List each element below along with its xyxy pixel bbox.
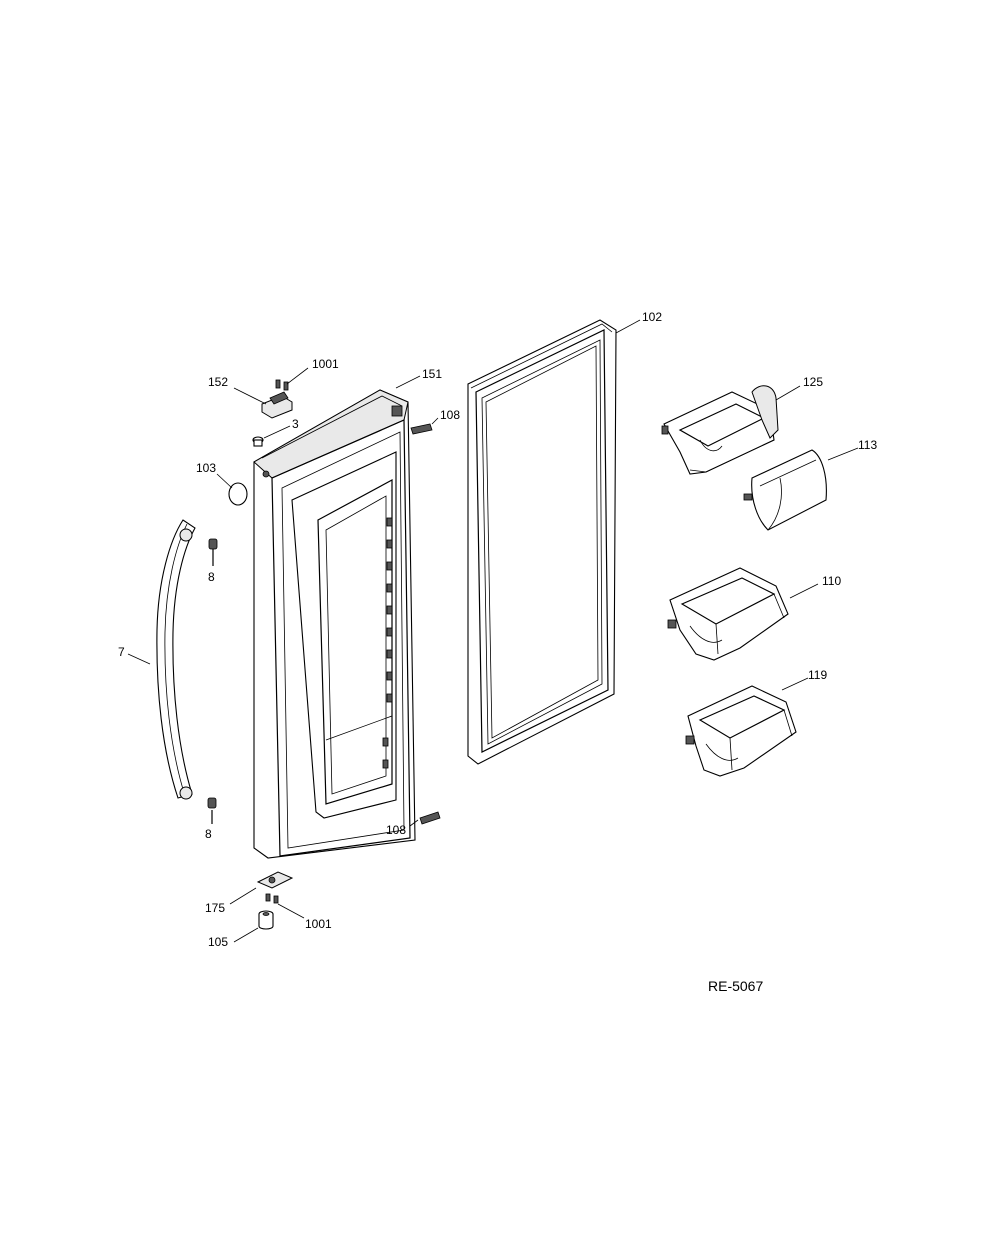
callout-113: 113 (858, 438, 877, 452)
drawing-code: RE-5067 (708, 978, 763, 994)
callout-102: 102 (642, 310, 662, 324)
callout-1001-top: 1001 (312, 357, 339, 371)
callout-119: 119 (808, 668, 827, 682)
callout-8-top: 8 (208, 570, 215, 584)
callout-1001-bottom: 1001 (305, 917, 332, 931)
bottom-hinge-drawing (256, 871, 294, 904)
bin-125-drawing (661, 385, 779, 475)
bin-119-drawing (685, 685, 797, 777)
callout-175: 175 (205, 901, 225, 915)
callout-103: 103 (196, 461, 216, 475)
callout-125: 125 (803, 375, 823, 389)
callout-108-top: 108 (440, 408, 460, 422)
stud-top-drawing (208, 538, 218, 566)
callout-151: 151 (422, 367, 442, 381)
bin-110-drawing (667, 567, 789, 661)
handle-drawing (156, 519, 196, 800)
bushing-drawing (252, 436, 264, 447)
cam-drawing (258, 910, 274, 930)
stud-bottom-drawing (207, 797, 217, 824)
callout-110: 110 (822, 574, 841, 588)
callout-8-bottom: 8 (205, 827, 212, 841)
top-hinge-drawing (261, 379, 293, 419)
plug-drawing (228, 482, 248, 506)
callout-3: 3 (292, 417, 299, 431)
callout-labels: 102 1001 152 151 3 108 103 8 7 8 108 175… (118, 310, 877, 949)
leader-lines (127, 319, 859, 943)
gasket-drawing (467, 319, 617, 765)
callout-105: 105 (208, 935, 228, 949)
callout-7: 7 (118, 645, 125, 659)
cover-113-drawing (743, 449, 827, 531)
door-drawing (253, 389, 416, 859)
stop-pin-bottom-drawing (419, 811, 441, 825)
stop-pin-top-drawing (410, 423, 433, 435)
callout-108-bottom: 108 (386, 823, 406, 837)
callout-152: 152 (208, 375, 228, 389)
